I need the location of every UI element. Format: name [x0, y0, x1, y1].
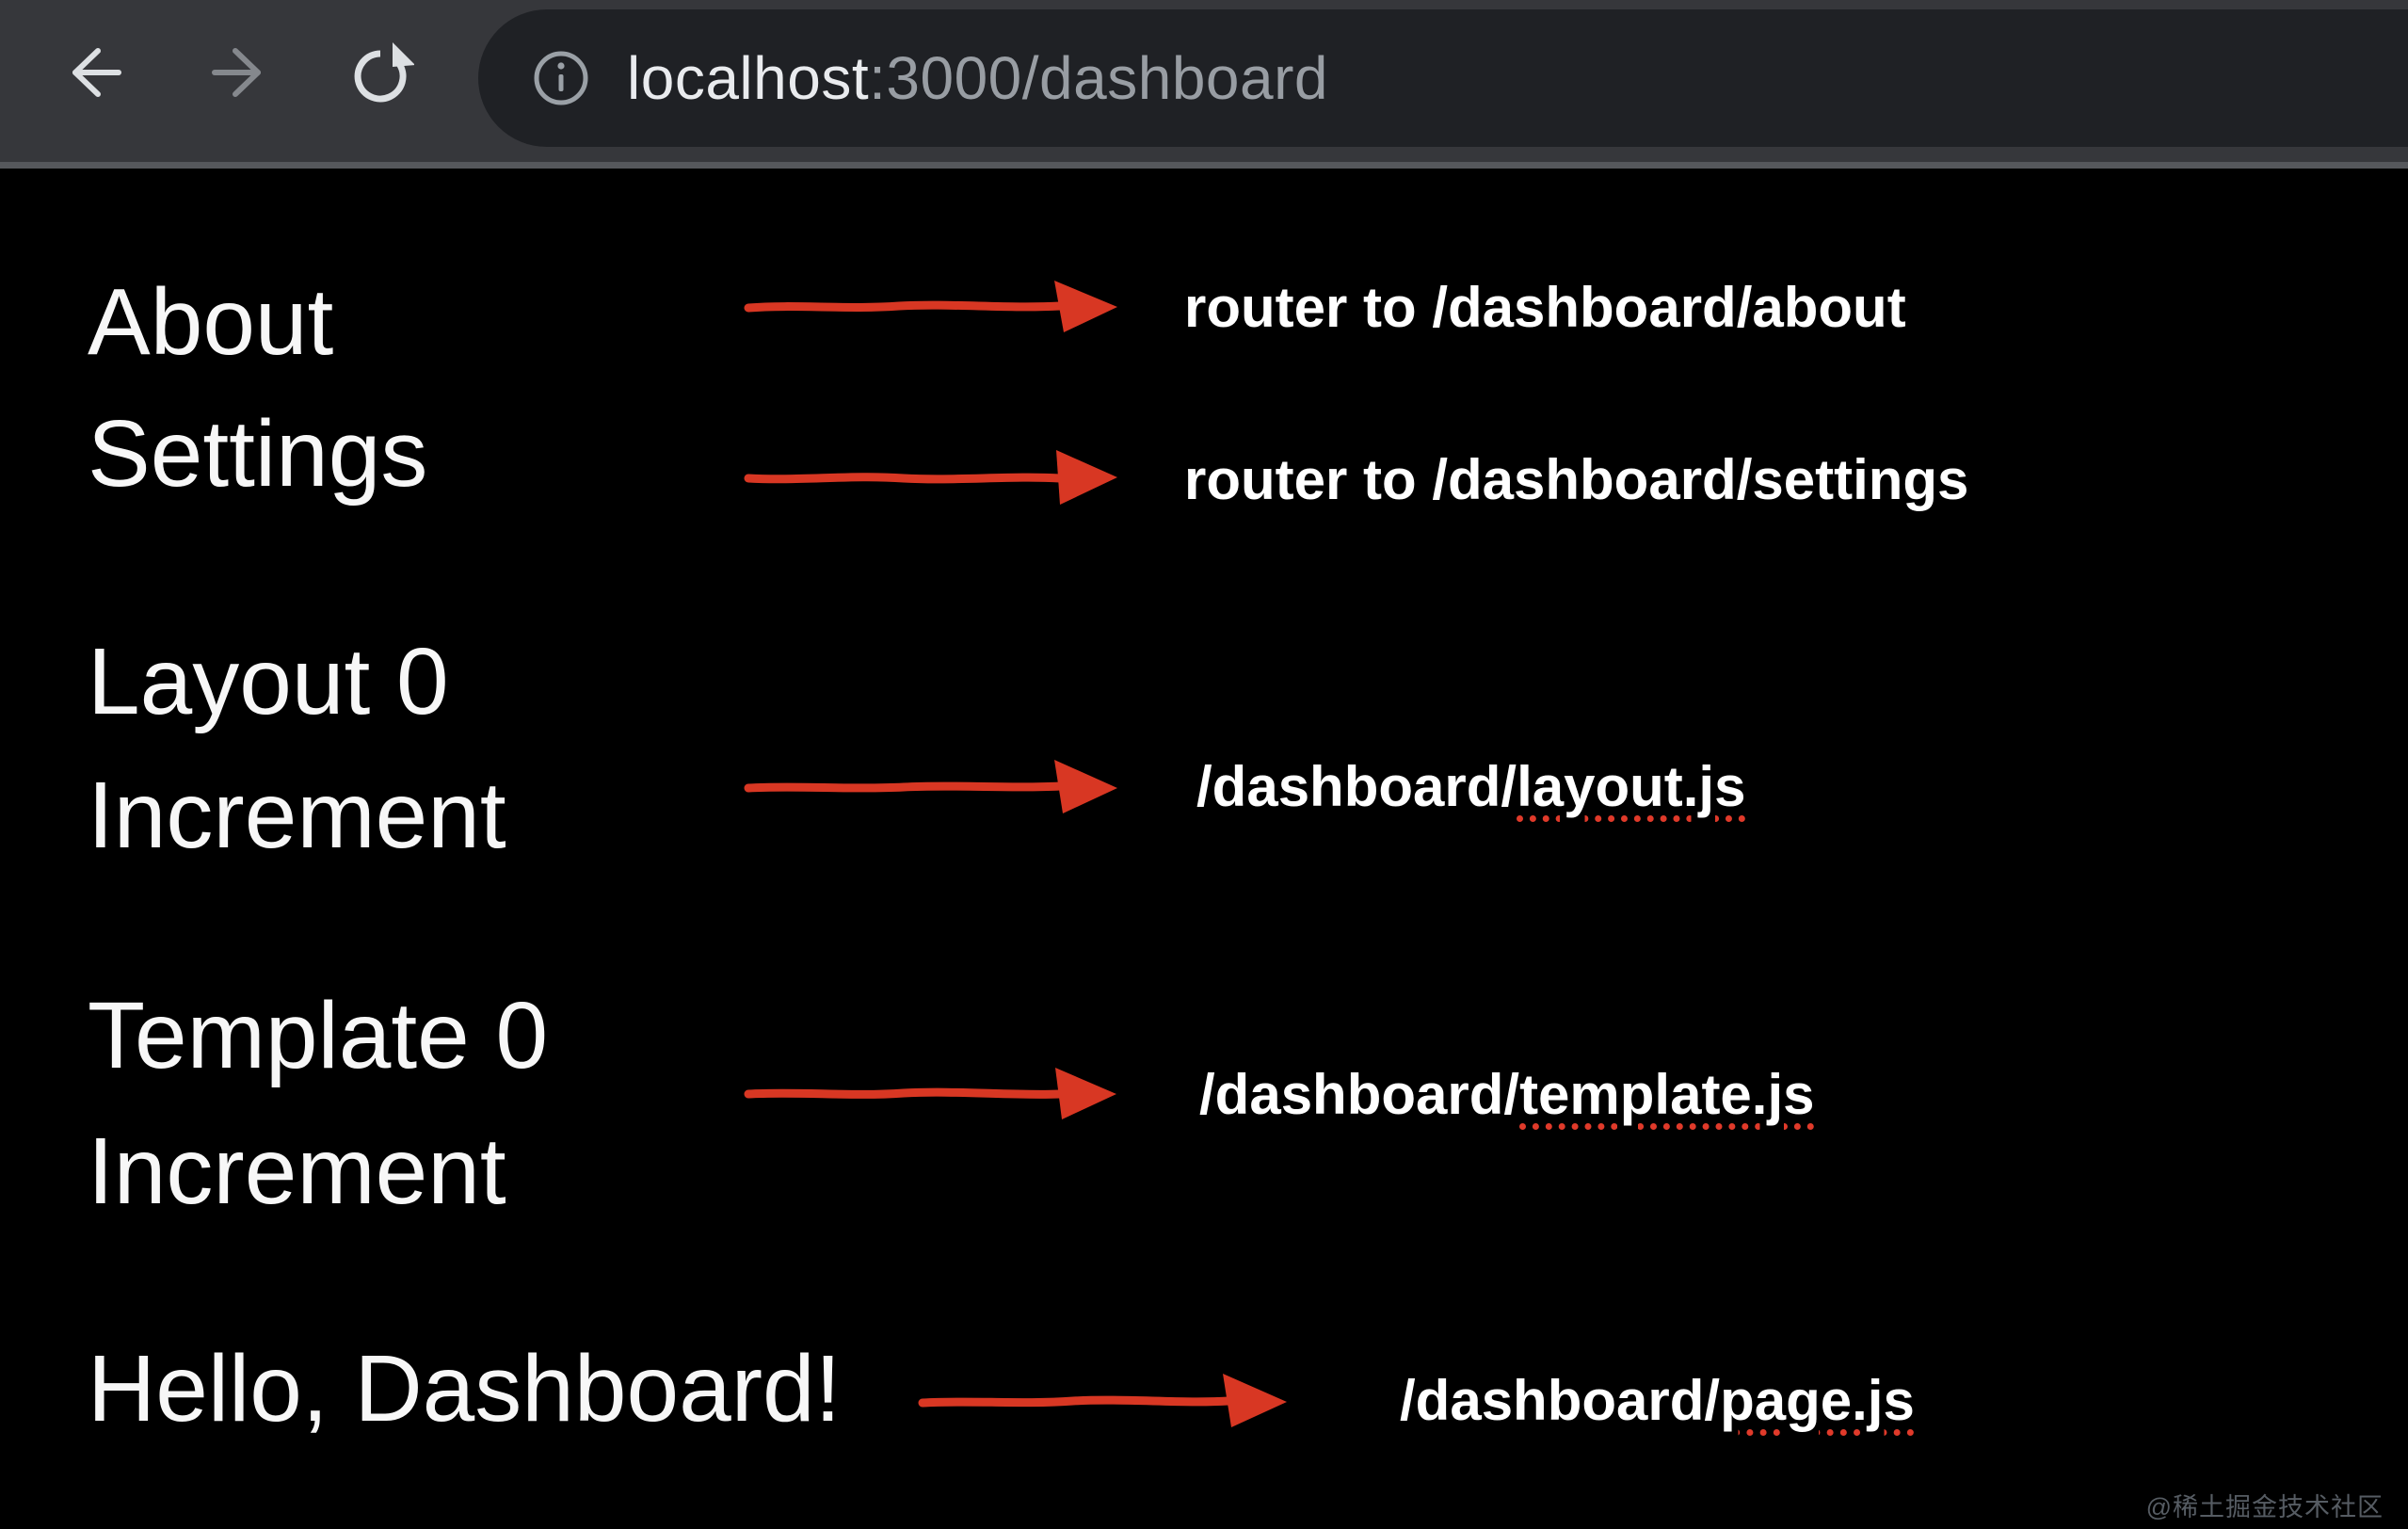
annotation-path-prefix: /dashboard/	[1400, 1369, 1721, 1432]
browser-toolbar: localhost:3000/dashboard	[0, 0, 2408, 162]
reload-icon	[354, 42, 414, 103]
url-path: :3000/dashboard	[869, 44, 1328, 112]
link-settings[interactable]: Settings	[88, 401, 428, 507]
forward-arrow-icon	[212, 48, 261, 97]
back-button[interactable]	[62, 38, 130, 105]
site-info-button[interactable]	[531, 48, 591, 108]
annotation-page-file: /dashboard/page.js	[1400, 1367, 1915, 1435]
reload-button[interactable]	[346, 39, 414, 106]
annotation-arrow-icon	[744, 281, 1117, 332]
annotation-path-prefix: /dashboard/	[1196, 755, 1517, 818]
annotation-arrow-icon	[744, 1068, 1116, 1119]
address-bar[interactable]: localhost:3000/dashboard	[478, 9, 2408, 147]
info-icon	[534, 51, 588, 105]
template-counter-label: Template 0	[88, 983, 549, 1088]
annotation-file-name: page.js	[1720, 1369, 1915, 1432]
url-text: localhost:3000/dashboard	[627, 43, 1328, 113]
page-heading: Hello, Dashboard!	[88, 1336, 842, 1441]
annotation-path-prefix: /dashboard/	[1199, 1063, 1520, 1126]
annotation-arrow-icon	[744, 760, 1117, 813]
annotation-arrow-icon	[744, 450, 1117, 505]
annotation-arrow-icon	[918, 1374, 1287, 1427]
annotation-file-name: template.js	[1519, 1063, 1815, 1126]
back-arrow-icon	[72, 48, 121, 97]
url-host: localhost	[627, 44, 870, 112]
annotation-about-route: router to /dashboard/about	[1184, 276, 1906, 339]
annotation-template-file: /dashboard/template.js	[1199, 1061, 1815, 1129]
annotation-layout-file: /dashboard/layout.js	[1196, 753, 1745, 821]
layout-increment-button[interactable]: Increment	[88, 763, 506, 868]
layout-counter-label: Layout 0	[88, 629, 449, 734]
template-increment-button[interactable]: Increment	[88, 1119, 506, 1224]
annotation-file-name: layout.js	[1517, 755, 1746, 818]
toolbar-divider	[0, 162, 2408, 169]
annotation-settings-route: router to /dashboard/settings	[1184, 448, 1969, 511]
forward-button[interactable]	[203, 38, 271, 105]
link-about[interactable]: About	[88, 269, 334, 375]
watermark: @稀土掘金技术社区	[2145, 1493, 2384, 1521]
